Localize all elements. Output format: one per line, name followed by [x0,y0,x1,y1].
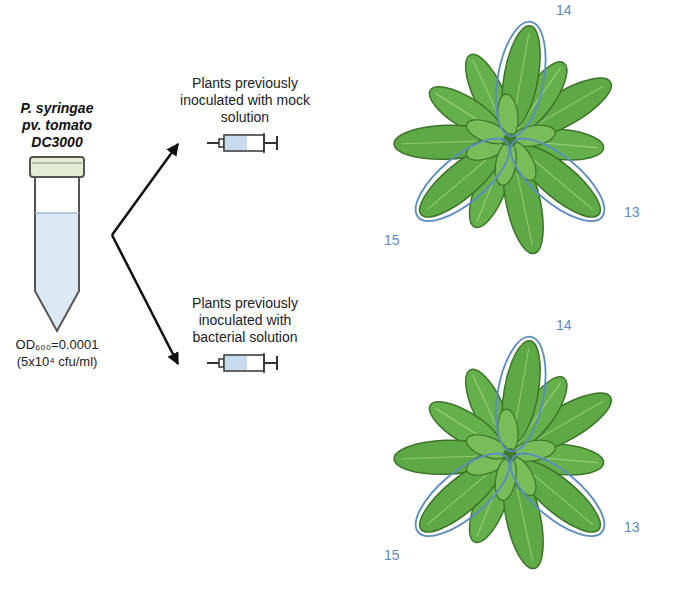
culture-tube-node: P. syringae pv. tomato DC3000OD₆₀₀=0.000… [2,100,112,370]
callout-number: 14 [556,317,572,333]
callout-number: 13 [624,204,640,220]
flow-arrow [112,144,178,235]
culture-tube [2,151,112,336]
syringe-icon [205,130,285,156]
node-text: P. syringae pv. tomato DC3000 [12,100,102,151]
node-text: Plants previously inoculated with mock s… [178,75,312,126]
callout-number: 13 [624,519,640,535]
callout-number: 15 [384,232,400,248]
flow-arrow [112,235,178,364]
rosette-plant [393,333,618,572]
node-text: Plants previously inoculated with bacter… [178,295,312,346]
callout-number: 14 [556,2,572,18]
rosette-plant [393,18,618,257]
inoculation-node: Plants previously inoculated with mock s… [178,75,312,156]
inoculation-node: Plants previously inoculated with bacter… [178,295,312,376]
callout-number: 15 [384,547,400,563]
syringe-icon [205,350,285,376]
node-text: OD₆₀₀=0.0001 (5x10⁴ cfu/ml) [3,336,111,370]
